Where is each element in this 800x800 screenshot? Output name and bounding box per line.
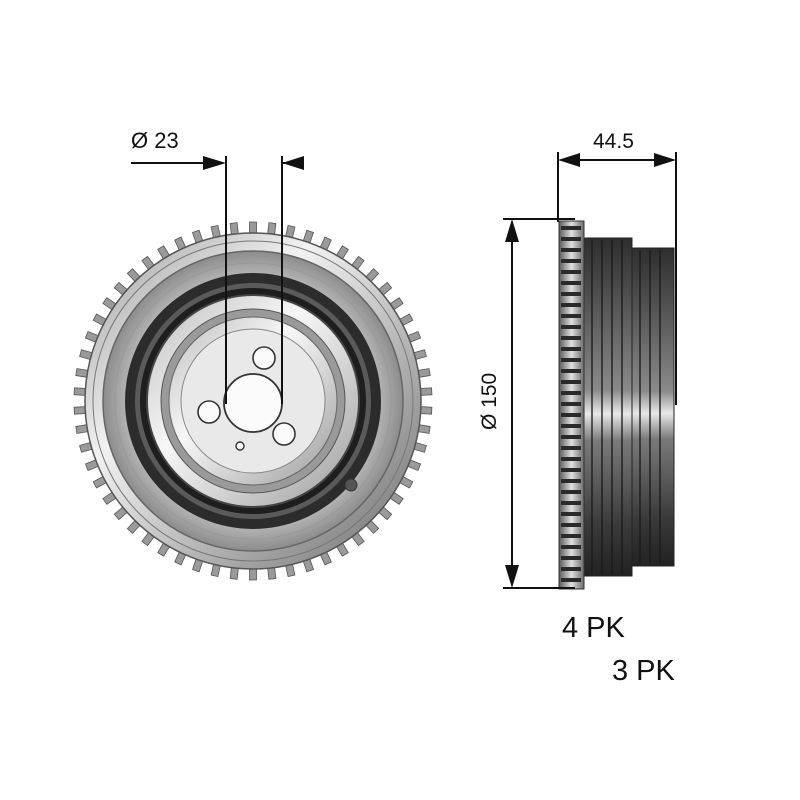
bore-diameter-dimension (131, 156, 304, 404)
side-view (558, 220, 675, 590)
front-view (73, 221, 433, 581)
center-bore (223, 373, 283, 433)
outer-diameter-dimension (503, 218, 575, 589)
pin-hole (235, 441, 245, 451)
pulley-3pk (627, 247, 675, 567)
width-dimension (557, 152, 677, 405)
width-label: 44.5 (593, 130, 634, 153)
bolt-hole (197, 400, 221, 424)
belt-profile-3pk-label: 3 PK (612, 655, 675, 687)
timing-mark (344, 478, 358, 492)
bolt-hole (272, 422, 296, 446)
bolt-hole (252, 346, 276, 370)
bore-diameter-label: Ø 23 (131, 128, 179, 153)
outer-diameter-label: Ø 150 (478, 372, 501, 430)
belt-profile-4pk-label: 4 PK (562, 612, 625, 644)
pulley-4pk (581, 237, 633, 577)
